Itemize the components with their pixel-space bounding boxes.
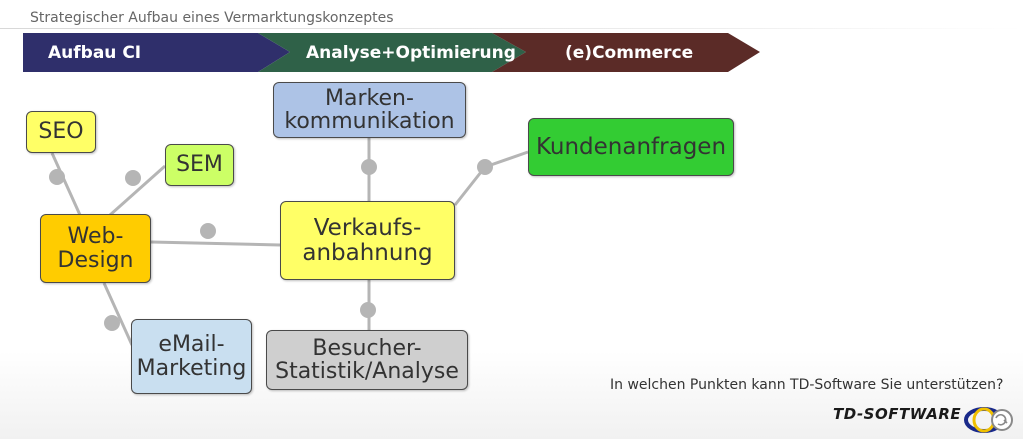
phase-arrows <box>23 33 760 72</box>
connector-sem-webdesign <box>109 164 166 217</box>
node-markenkommunikation: Marken- kommunikation <box>273 82 466 138</box>
phase-label-ecommerce: (e)Commerce <box>565 43 694 63</box>
connector-dot <box>360 302 376 318</box>
connector-seo-webdesign <box>50 152 82 216</box>
connector-dot <box>104 315 120 331</box>
node-sem: SEM <box>165 144 234 186</box>
connector-dot <box>477 159 493 175</box>
node-webdesign-label: Web- Design <box>57 224 134 273</box>
node-markenkommunikation-label: Marken- kommunikation <box>284 85 455 134</box>
node-sem-label: SEM <box>176 152 223 178</box>
phase-arrow-aufbau-ci <box>23 33 290 72</box>
node-verkaufsanbahnung-label: Verkaufs- anbahnung <box>302 215 433 266</box>
node-besucher-statistik-label: Besucher- Statistik/Analyse <box>275 335 459 384</box>
node-kundenanfragen: Kundenanfragen <box>528 118 734 176</box>
connector-dot <box>125 170 141 186</box>
page-title: Strategischer Aufbau eines Vermarktungsk… <box>30 10 394 26</box>
node-kundenanfragen-label: Kundenanfragen <box>535 133 727 160</box>
phase-label-aufbau-ci: Aufbau CI <box>48 43 142 63</box>
connector-verkauf-kunden <box>453 150 529 206</box>
connector-dot <box>361 159 377 175</box>
node-webdesign: Web- Design <box>40 214 151 283</box>
connector-dot <box>200 223 216 239</box>
node-besucher-statistik: Besucher- Statistik/Analyse <box>266 330 468 390</box>
node-seo-label: SEO <box>38 119 84 145</box>
title-underline <box>0 28 1023 29</box>
node-verkaufsanbahnung: Verkaufs- anbahnung <box>280 201 455 280</box>
phase-arrow-analyse <box>258 33 526 72</box>
td-software-logo-icon <box>964 407 1013 433</box>
node-email-marketing: eMail- Marketing <box>131 319 252 394</box>
connector-webdesign-email <box>102 282 134 346</box>
connector-dot <box>49 169 65 185</box>
phase-arrow-ecommerce <box>492 33 760 72</box>
node-seo: SEO <box>26 111 96 153</box>
td-software-logo-text: TD-SOFTWARE <box>833 405 962 423</box>
phase-label-analyse: Analyse+Optimierung <box>306 43 516 63</box>
node-email-marketing-label: eMail- Marketing <box>136 332 247 381</box>
connector-webdesign-verkauf <box>150 240 281 247</box>
support-question: In welchen Punkten kann TD-Software Sie … <box>610 377 1004 393</box>
